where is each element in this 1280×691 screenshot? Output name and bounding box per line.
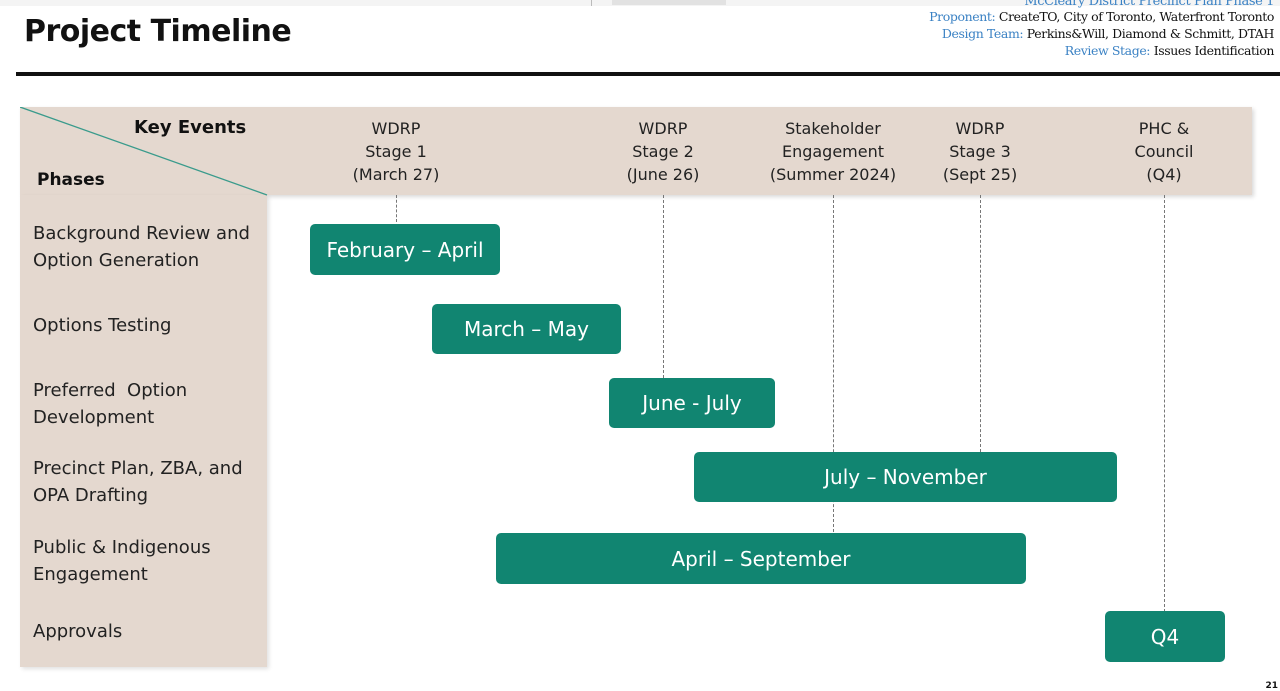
event-line: (Sept 25) [942, 165, 1018, 184]
header-diagonal [20, 107, 268, 196]
event-guide-line [663, 195, 664, 378]
phase-label-line: Engagement [33, 564, 148, 585]
proponent-label: Proponent: [929, 9, 996, 24]
design-team-label: Design Team: [941, 26, 1024, 41]
event-line: (Q4) [1146, 165, 1182, 184]
event-line: WDRP [371, 119, 421, 138]
event-line: (June 26) [626, 165, 700, 184]
event-header: PHC & Council (Q4) [1135, 117, 1194, 186]
review-stage-line: Review Stage: Issues Identification [929, 42, 1275, 59]
event-line: Stage 2 [632, 142, 694, 161]
phase-label: Approvals [33, 618, 122, 645]
event-line: Council [1134, 142, 1194, 161]
proponent-line: Proponent: CreateTO, City of Toronto, Wa… [929, 8, 1274, 25]
phase-timeline-bar: March – May [432, 304, 621, 354]
page-title: Project Timeline [24, 14, 292, 49]
phase-label: Options Testing [33, 312, 171, 339]
phase-label-line: Background Review and [33, 223, 250, 244]
phase-label-line: Development [33, 407, 155, 428]
project-meta: McCleary District Precinct Plan Phase 1 … [929, 0, 1274, 59]
event-guide-line [833, 195, 834, 532]
event-line: WDRP [638, 119, 688, 138]
design-team-value: Perkins&Will, Diamond & Schmitt, DTAH [1026, 26, 1275, 41]
phase-label-line: OPA Drafting [33, 485, 149, 506]
top-tick [591, 0, 592, 6]
phase-timeline-bar: April – September [496, 533, 1026, 584]
phase-label-line: Preferred Option [33, 380, 188, 401]
event-header: WDRP Stage 2 (June 26) [627, 117, 700, 186]
project-line-clipped: McCleary District Precinct Plan Phase 1 [929, 0, 1274, 8]
event-guide-line [1164, 195, 1165, 612]
event-line: Stakeholder [785, 119, 881, 138]
event-header: WDRP Stage 3 (Sept 25) [943, 117, 1017, 186]
phases-column [20, 195, 267, 667]
phase-label-line: Approvals [33, 621, 123, 642]
proponent-value: CreateTO, City of Toronto, Waterfront To… [998, 9, 1274, 24]
page-number: 21 [1265, 681, 1278, 691]
event-line: PHC & [1138, 119, 1190, 138]
project-line: McCleary District Precinct Plan Phase 1 [1024, 0, 1274, 8]
key-events-label: Key Events [134, 117, 247, 138]
phases-label: Phases [37, 170, 105, 190]
top-tab [612, 0, 726, 5]
phase-label-line: Option Generation [33, 250, 200, 271]
phase-timeline-bar: February – April [310, 224, 500, 275]
event-line: Stage 1 [365, 142, 427, 161]
review-stage-label: Review Stage: [1064, 43, 1151, 58]
title-rule [16, 72, 1280, 76]
event-line: (Summer 2024) [769, 165, 897, 184]
phase-timeline-bar: Q4 [1105, 611, 1225, 662]
phase-label-line: Options Testing [33, 315, 172, 336]
phase-timeline-bar: June - July [609, 378, 775, 428]
event-header: WDRP Stage 1 (March 27) [353, 117, 440, 186]
review-stage-value: Issues Identification [1153, 43, 1275, 58]
event-line: (March 27) [352, 165, 440, 184]
phase-label-line: Public & Indigenous [33, 537, 211, 558]
event-line: Stage 3 [949, 142, 1011, 161]
phase-timeline-bar: July – November [694, 452, 1117, 502]
event-guide-line [980, 195, 981, 452]
event-line: Engagement [781, 142, 885, 161]
event-guide-line [396, 195, 397, 222]
design-team-line: Design Team: Perkins&Will, Diamond & Sch… [929, 25, 1275, 42]
phase-label-line: Precinct Plan, ZBA, and [33, 458, 243, 479]
event-line: WDRP [955, 119, 1005, 138]
